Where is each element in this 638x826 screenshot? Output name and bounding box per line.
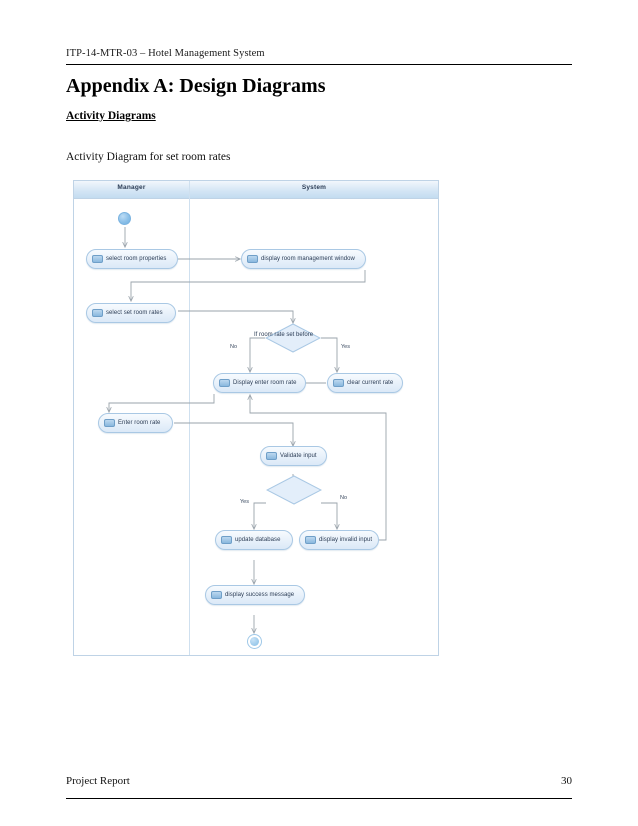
page-title: Appendix A: Design Diagrams <box>66 75 326 97</box>
action-icon <box>221 536 232 544</box>
action-label: display success message <box>225 592 295 598</box>
diagram-caption: Activity Diagram for set room rates <box>66 151 231 163</box>
initial-node <box>118 212 131 225</box>
action-icon <box>219 379 230 387</box>
guard-no-rate-set-before: No <box>230 344 238 350</box>
action-label: Display enter room rate <box>233 380 297 386</box>
action-label: select set room rates <box>106 310 163 316</box>
swimlane-header-band <box>74 181 438 199</box>
action-validate-input[interactable]: Validate input <box>260 446 327 466</box>
decision-label-rate-set-before: If room rate set before <box>254 332 314 338</box>
action-icon <box>305 536 316 544</box>
action-label: clear current rate <box>347 380 394 386</box>
activity-diagram: Manager System <box>73 180 439 656</box>
action-icon <box>266 452 277 460</box>
action-display-invalid-input[interactable]: display invalid input <box>299 530 379 550</box>
decision-validate-input <box>266 475 322 505</box>
action-icon <box>92 255 103 263</box>
action-label: update database <box>235 537 281 543</box>
page-number: 30 <box>561 775 572 787</box>
action-enter-room-rate[interactable]: Enter room rate <box>98 413 173 433</box>
action-display-success-message[interactable]: display success message <box>205 585 305 605</box>
header-divider <box>66 64 572 65</box>
swimlane-title-manager: Manager <box>117 184 146 191</box>
action-display-enter-room-rate[interactable]: Display enter room rate <box>213 373 306 393</box>
action-label: Enter room rate <box>118 420 161 426</box>
swimlane-title-system: System <box>301 184 327 191</box>
action-clear-current-rate[interactable]: clear current rate <box>327 373 403 393</box>
guard-yes-validate: Yes <box>240 499 249 505</box>
footer-label: Project Report <box>66 775 130 787</box>
action-label: display invalid input <box>319 537 373 543</box>
final-node <box>247 634 262 649</box>
swimlane-divider <box>189 181 190 655</box>
guard-yes-rate-set-before: Yes <box>341 344 350 350</box>
action-select-set-room-rates[interactable]: select set room rates <box>86 303 176 323</box>
action-select-room-properties[interactable]: select room properties <box>86 249 178 269</box>
action-icon <box>333 379 344 387</box>
guard-no-validate: No <box>340 495 348 501</box>
action-display-room-management-window[interactable]: display room management window <box>241 249 366 269</box>
section-heading: Activity Diagrams <box>66 110 156 122</box>
action-icon <box>247 255 258 263</box>
decision-rate-set-before <box>265 323 321 353</box>
action-icon <box>104 419 115 427</box>
action-icon <box>92 309 103 317</box>
document-header: ITP-14-MTR-03 – Hotel Management System <box>66 48 265 59</box>
action-icon <box>211 591 222 599</box>
footer-divider <box>66 798 572 799</box>
action-label: Validate input <box>280 453 317 459</box>
action-label: select room properties <box>106 256 167 262</box>
action-update-database[interactable]: update database <box>215 530 293 550</box>
action-label: display room management window <box>261 256 355 262</box>
